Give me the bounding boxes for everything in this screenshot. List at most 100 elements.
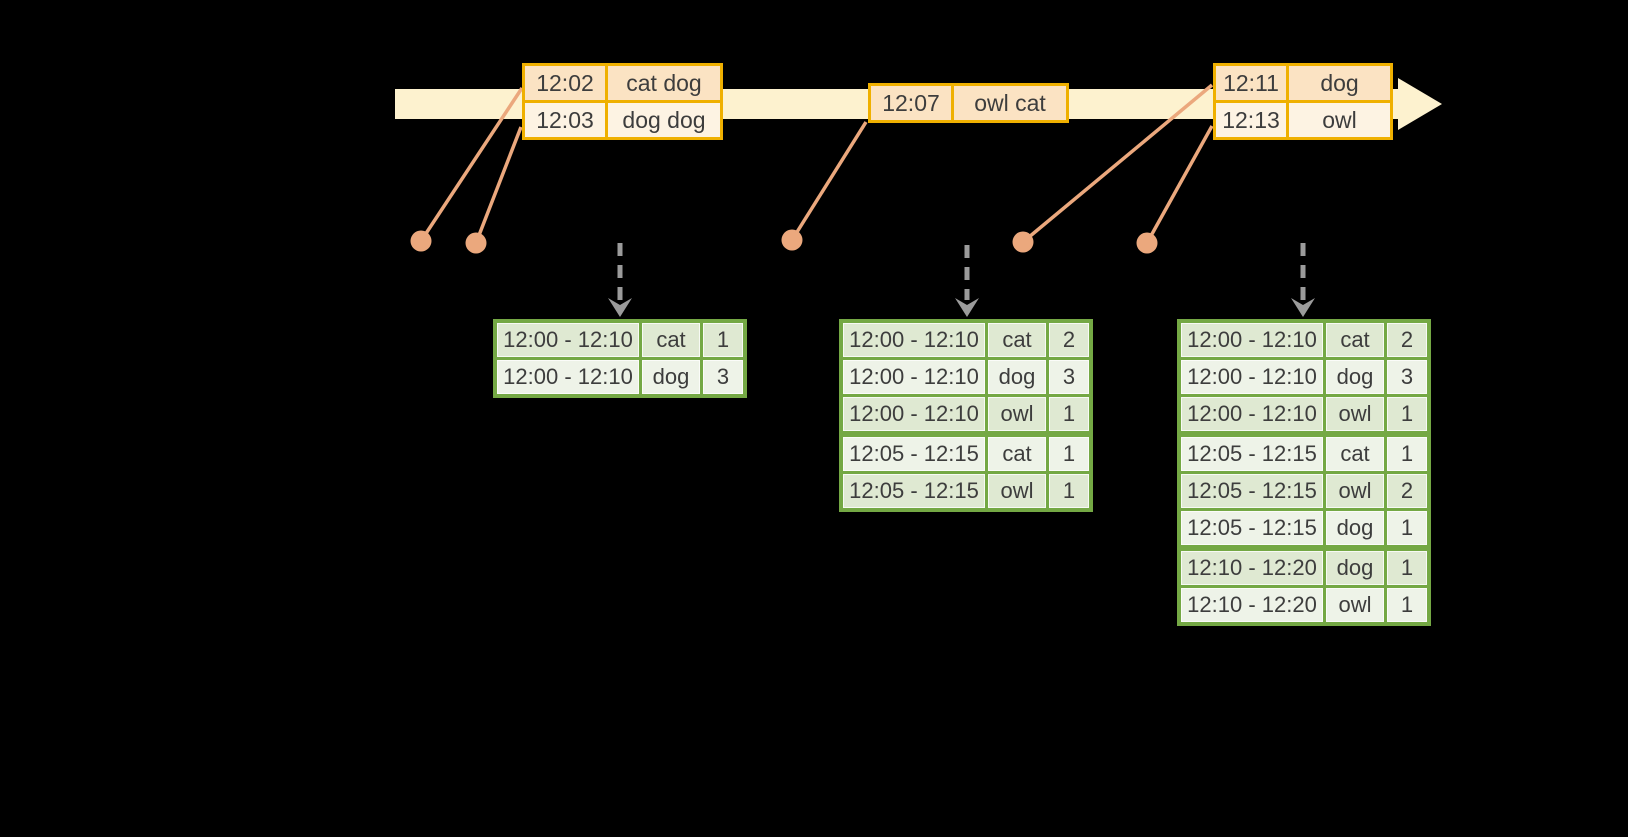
result-row: 12:05 - 12:15 owl 2 (1181, 474, 1427, 508)
event-row: 12:11 dog (1216, 66, 1390, 100)
count: 1 (1387, 511, 1427, 545)
window-range: 12:00 - 12:10 (497, 323, 639, 357)
connector-line (1145, 125, 1214, 244)
event-time: 12:11 (1216, 66, 1286, 100)
event-table-3: 12:11 dog 12:13 owl (1213, 63, 1393, 140)
window-range: 12:05 - 12:15 (843, 474, 985, 508)
word: owl (988, 474, 1046, 508)
event-marker-dots (410, 229, 1158, 254)
count: 3 (1049, 360, 1089, 394)
window-range: 12:00 - 12:10 (843, 397, 985, 431)
event-row: 12:02 cat dog (525, 66, 720, 100)
count: 2 (1387, 323, 1427, 357)
connector-line (1021, 83, 1214, 244)
window-range: 12:00 - 12:10 (1181, 360, 1323, 394)
event-row: 12:07 owl cat (871, 86, 1066, 120)
count: 1 (1049, 474, 1089, 508)
event-row: 12:03 dog dog (525, 103, 720, 137)
trigger-arrowhead-icon (1291, 298, 1315, 317)
event-words: dog (1289, 66, 1390, 100)
window-range: 12:00 - 12:10 (843, 323, 985, 357)
result-row: 12:10 - 12:20 dog 1 (1181, 551, 1427, 585)
result-row: 12:00 - 12:10 cat 1 (497, 323, 743, 357)
event-dot-icon (465, 232, 487, 254)
result-table-3: 12:00 - 12:10 cat 2 12:00 - 12:10 dog 3 … (1177, 319, 1431, 626)
count: 1 (1387, 551, 1427, 585)
result-row: 12:00 - 12:10 dog 3 (497, 360, 743, 394)
event-words: owl cat (954, 86, 1066, 120)
event-dot-icon (410, 230, 432, 252)
trigger-arrowhead-icon (608, 298, 632, 317)
count: 1 (1387, 588, 1427, 622)
result-row: 12:05 - 12:15 dog 1 (1181, 511, 1427, 545)
result-row: 12:10 - 12:20 owl 1 (1181, 588, 1427, 622)
window-range: 12:05 - 12:15 (1181, 511, 1323, 545)
count: 1 (1049, 397, 1089, 431)
word: owl (1326, 588, 1384, 622)
result-table-2: 12:00 - 12:10 cat 2 12:00 - 12:10 dog 3 … (839, 319, 1093, 512)
result-row: 12:05 - 12:15 owl 1 (843, 474, 1089, 508)
window-range: 12:00 - 12:10 (1181, 397, 1323, 431)
trigger-arrowhead-icon (955, 298, 979, 317)
event-table-1: 12:02 cat dog 12:03 dog dog (522, 63, 723, 140)
connector-line (790, 121, 868, 241)
count: 1 (1387, 397, 1427, 431)
event-time: 12:03 (525, 103, 605, 137)
word: cat (1326, 437, 1384, 471)
event-row: 12:13 owl (1216, 103, 1390, 137)
window-range: 12:00 - 12:10 (497, 360, 639, 394)
word: owl (988, 397, 1046, 431)
trigger-dashed-lines (617, 243, 1306, 300)
window-range: 12:00 - 12:10 (843, 360, 985, 394)
result-row: 12:00 - 12:10 cat 2 (843, 323, 1089, 357)
trigger-arrowheads (608, 298, 1315, 317)
timeline-arrowhead-icon (1398, 78, 1442, 130)
window-range: 12:05 - 12:15 (1181, 474, 1323, 508)
result-table-1: 12:00 - 12:10 cat 1 12:00 - 12:10 dog 3 (493, 319, 747, 398)
event-connector-lines (419, 83, 1214, 244)
word: dog (1326, 551, 1384, 585)
event-time: 12:02 (525, 66, 605, 100)
window-range: 12:05 - 12:15 (1181, 437, 1323, 471)
count: 2 (1387, 474, 1427, 508)
result-row: 12:00 - 12:10 dog 3 (843, 360, 1089, 394)
word: owl (1326, 397, 1384, 431)
result-row: 12:00 - 12:10 dog 3 (1181, 360, 1427, 394)
result-row: 12:05 - 12:15 cat 1 (843, 437, 1089, 471)
count: 2 (1049, 323, 1089, 357)
event-time: 12:07 (871, 86, 951, 120)
window-range: 12:05 - 12:15 (843, 437, 985, 471)
word: cat (988, 323, 1046, 357)
event-words: dog dog (608, 103, 720, 137)
count: 3 (703, 360, 743, 394)
connector-line (419, 87, 524, 242)
count: 1 (703, 323, 743, 357)
word: dog (988, 360, 1046, 394)
event-time: 12:13 (1216, 103, 1286, 137)
result-row: 12:00 - 12:10 cat 2 (1181, 323, 1427, 357)
word: owl (1326, 474, 1384, 508)
word: dog (1326, 511, 1384, 545)
word: dog (1326, 360, 1384, 394)
result-row: 12:00 - 12:10 owl 1 (1181, 397, 1427, 431)
event-dot-icon (1136, 232, 1158, 254)
event-table-2: 12:07 owl cat (868, 83, 1069, 123)
event-dot-icon (1012, 231, 1034, 253)
count: 1 (1387, 437, 1427, 471)
word: cat (1326, 323, 1384, 357)
word: cat (988, 437, 1046, 471)
event-words: cat dog (608, 66, 720, 100)
count: 1 (1049, 437, 1089, 471)
event-words: owl (1289, 103, 1390, 137)
result-row: 12:05 - 12:15 cat 1 (1181, 437, 1427, 471)
window-range: 12:00 - 12:10 (1181, 323, 1323, 357)
count: 3 (1387, 360, 1427, 394)
word: cat (642, 323, 700, 357)
word: dog (642, 360, 700, 394)
window-range: 12:10 - 12:20 (1181, 551, 1323, 585)
result-row: 12:00 - 12:10 owl 1 (843, 397, 1089, 431)
window-range: 12:10 - 12:20 (1181, 588, 1323, 622)
event-dot-icon (781, 229, 803, 251)
